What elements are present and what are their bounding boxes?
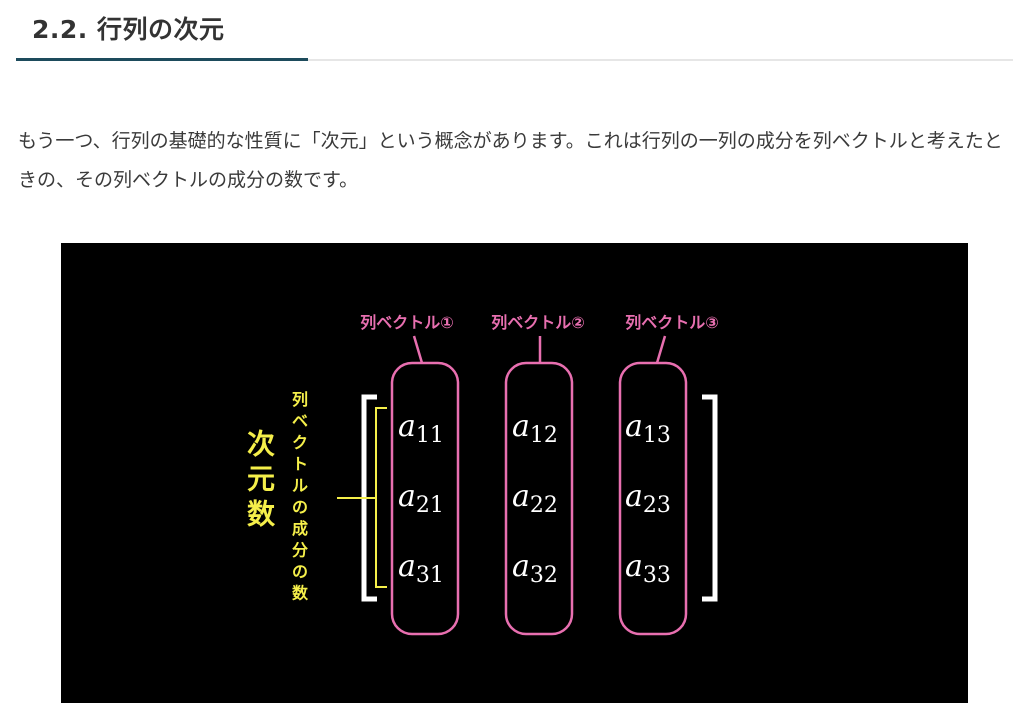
body-paragraph: もう一つ、行列の基礎的な性質に「次元」という概念があります。これは行列の一列の成…: [18, 130, 1003, 191]
column-vector-box-2: [504, 361, 574, 636]
matrix-entry: a13: [625, 409, 671, 448]
leader-line-3: [655, 335, 667, 364]
dimension-label: 次元数: [243, 429, 276, 534]
matrix-entry: a22: [512, 479, 558, 518]
heading-underline: [16, 59, 1013, 61]
right-matrix-bracket: [702, 394, 718, 602]
column-label-2: 列ベクトル②: [491, 313, 585, 332]
section-heading: 2.2. 行列の次元: [32, 15, 225, 44]
side-label-vertical: 列ベクトルの成分の数: [292, 390, 309, 603]
leader-line-1: [412, 335, 424, 364]
matrix-entry: a12: [512, 409, 558, 448]
column-label-1: 列ベクトル①: [360, 313, 454, 332]
matrix-entry: a32: [512, 549, 558, 588]
matrix-entry: a23: [625, 479, 671, 518]
yellow-bracket: [375, 407, 387, 588]
matrix-entry: a33: [625, 549, 671, 588]
heading-underline-accent: [16, 58, 308, 61]
column-vector-box-3: [618, 361, 688, 636]
column-vector-box-1: [390, 361, 460, 636]
matrix-entry: a31: [398, 549, 444, 588]
column-label-3: 列ベクトル③: [625, 313, 719, 332]
matrix-entry: a11: [398, 409, 444, 448]
matrix-entry: a21: [398, 479, 444, 518]
matrix-dimension-figure: 列ベクトル① 列ベクトル② 列ベクトル③ a11 a12 a13 a21 a22 a23 a…: [61, 243, 968, 703]
